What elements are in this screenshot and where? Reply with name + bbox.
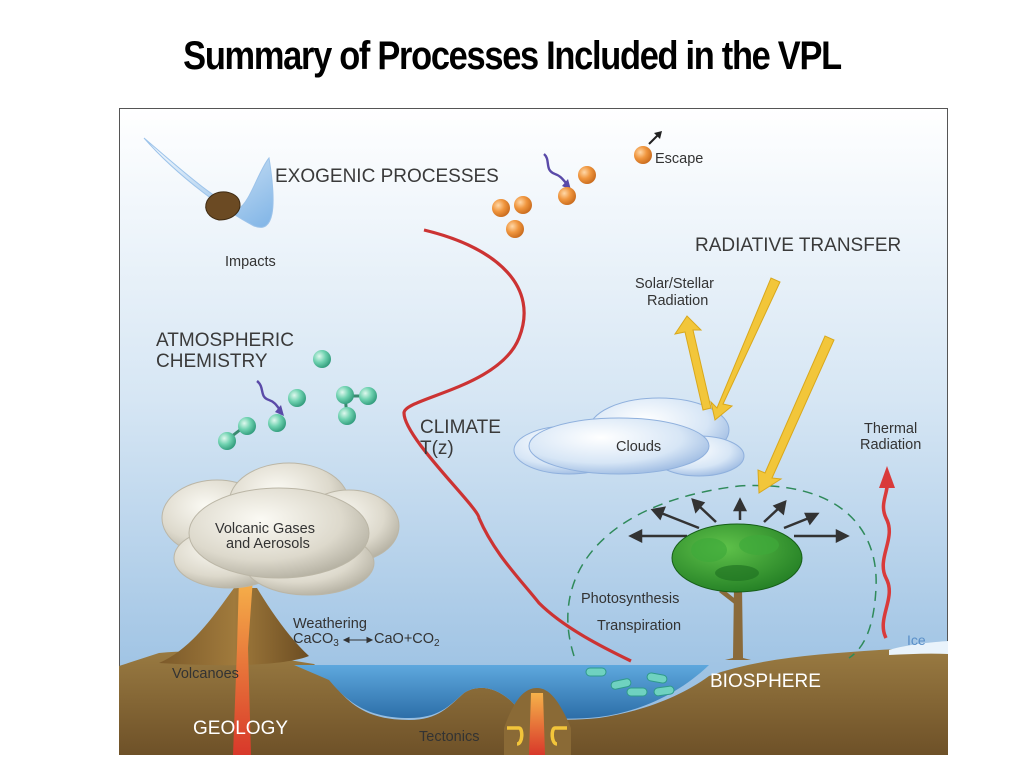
ice-label: Ice [907,632,926,648]
cao-text: CaO+CO [374,631,434,647]
volcano [159,588,309,666]
photosynthesis-label: Photosynthesis [581,591,679,607]
chemistry-molecules [218,350,377,450]
microbes [585,667,675,697]
clouds-label: Clouds [616,439,661,455]
thermal-radiation-arrowhead [879,466,895,488]
thermal-radiation-label-2: Radiation [860,437,921,453]
tree [671,523,803,660]
geology-label: GEOLOGY [193,718,288,739]
solar-radiation-label-2: Radiation [647,293,708,309]
transpiration-label: Transpiration [597,618,681,634]
volcanoes-label: Volcanoes [172,666,239,682]
biosphere-emission-arrows [628,497,850,544]
exogenic-photon-icon [543,153,568,185]
tectonics-arrows [507,726,567,746]
solar-radiation-label-1: Solar/Stellar [635,276,714,292]
ice-patch [889,641,948,655]
meteor [205,191,241,221]
chemistry-photon-icon [256,380,281,411]
escape-particles [492,146,652,238]
escape-arrow-icon [648,131,662,145]
tectonics-label: Tectonics [419,729,479,745]
volcanic-gases-label-1: Volcanic Gases [215,521,315,537]
climate-label-2: T(z) [420,438,454,459]
climate-temperature-curve [402,228,632,663]
exogenic-processes-label: EXOGENIC PROCESSES [275,166,499,187]
vpl-process-diagram: EXOGENIC PROCESSES Impacts Escape RADIAT… [119,108,948,755]
chemistry-photon-arrowhead [275,405,284,416]
radiative-transfer-label: RADIATIVE TRANSFER [695,235,901,256]
slide-title: Summary of Processes Included in the VPL [183,34,842,78]
lava-flow [233,578,253,755]
co2-subscript: 2 [434,638,440,649]
thermal-radiation-arrow [881,479,892,639]
weathering-reversible-arrow-icon [342,636,374,644]
weathering-label: Weathering [293,616,367,632]
escape-label: Escape [655,151,703,167]
solar-radiation-arrows [673,277,835,494]
ground [119,648,948,755]
atmospheric-chemistry-label-1: ATMOSPHERIC [156,330,294,351]
ocean [294,665,709,719]
biosphere-arc [567,484,877,659]
volcanic-plume [161,462,400,596]
biosphere-label: BIOSPHERE [710,671,821,692]
atmospheric-chemistry-label-2: CHEMISTRY [156,351,268,372]
climate-label-1: CLIMATE [420,417,501,438]
caco3-text: CaCO [293,631,333,647]
weathering-equation: CaCO3 [293,631,339,649]
clouds-shape [513,397,745,477]
tectonic-magma [529,693,545,755]
thermal-radiation-label-1: Thermal [864,421,917,437]
impacts-label: Impacts [225,254,276,270]
caco3-subscript: 3 [333,638,339,649]
volcanic-gases-label-2: and Aerosols [226,536,310,552]
cao-co2-equation: CaO+CO2 [374,631,440,649]
